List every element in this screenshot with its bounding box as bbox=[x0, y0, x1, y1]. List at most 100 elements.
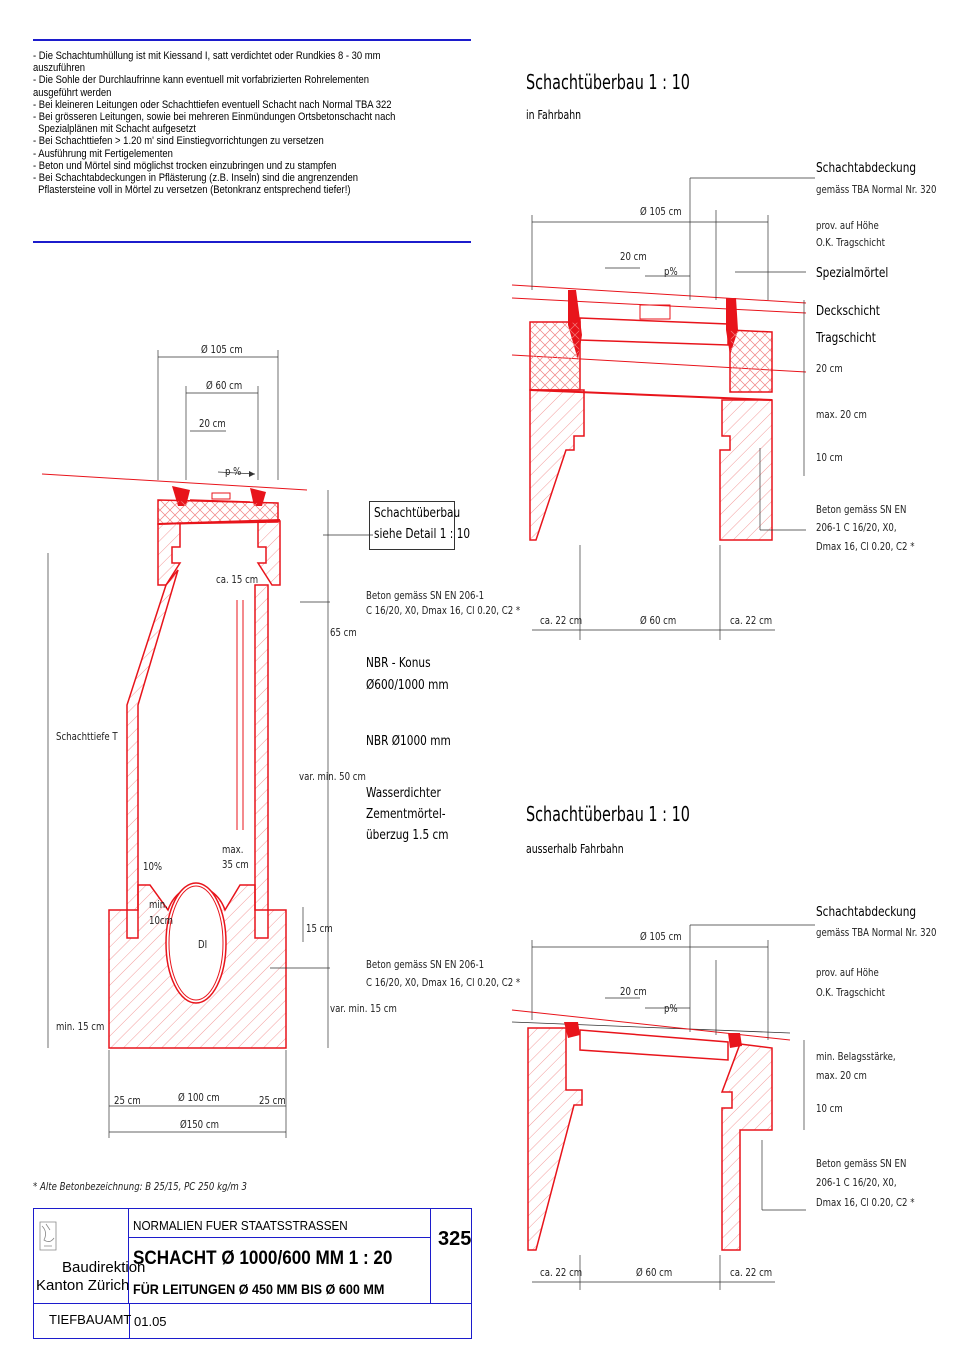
dept-label: TIEFBAUAMT bbox=[49, 1312, 132, 1327]
beton1-line2: C 16/20, X0, Dmax 16, Cl 0.20, C2 * bbox=[366, 604, 521, 617]
org-line1: Baudirektion bbox=[62, 1259, 146, 1276]
detail1-h20: 20 cm bbox=[816, 362, 843, 375]
title-block-bottom-rule bbox=[33, 1303, 472, 1304]
nbr1000-label: NBR Ø1000 mm bbox=[366, 733, 451, 749]
detail1-trag: Tragschicht bbox=[816, 330, 876, 346]
detail2-title: Schachtüberbau 1 : 10 bbox=[526, 802, 690, 826]
detail1-ca22b: ca. 22 cm bbox=[730, 614, 773, 627]
detail1-drawing bbox=[511, 177, 815, 640]
wasser-line2: Zementmörtel- bbox=[366, 806, 446, 822]
detail-reference-box bbox=[369, 501, 455, 550]
detail2-belag-line1: min. Belagsstärke, bbox=[816, 1050, 896, 1063]
detail1-dim-20: 20 cm bbox=[620, 250, 647, 263]
detail1-prov-line1: prov. auf Höhe bbox=[816, 219, 879, 232]
note-item: - Bei Schachttiefen > 1.20 m' sind Einst… bbox=[33, 135, 324, 148]
detail1-subtitle: in Fahrbahn bbox=[526, 108, 582, 122]
ca15-label: ca. 15 cm bbox=[216, 573, 259, 586]
detail1-ca22a: ca. 22 cm bbox=[540, 614, 583, 627]
drawing-title: SCHACHT Ø 1000/600 MM 1 : 20 bbox=[133, 1248, 393, 1269]
min10-line1: min. bbox=[149, 898, 168, 911]
var15-label: var. min. 15 cm bbox=[330, 1002, 397, 1015]
detail1-beton-line3: Dmax 16, Cl 0.20, C2 * bbox=[816, 540, 915, 553]
detail1-dim-105: Ø 105 cm bbox=[640, 205, 682, 218]
konus-line1: NBR - Konus bbox=[366, 655, 431, 671]
drawing-subtitle: FÜR LEITUNGEN Ø 450 MM BIS Ø 600 MM bbox=[133, 1281, 385, 1297]
dim-label-105: Ø 105 cm bbox=[201, 343, 243, 356]
note-item: - Die Sohle der Durchlaufrinne kann even… bbox=[33, 74, 370, 99]
h65-label: 65 cm bbox=[330, 626, 357, 639]
detail2-prov-line1: prov. auf Höhe bbox=[816, 966, 879, 979]
w150-label: Ø150 cm bbox=[180, 1118, 219, 1131]
detail-ref-line2: siehe Detail 1 : 10 bbox=[374, 526, 471, 542]
notes-top-rule bbox=[33, 39, 471, 41]
footnote: * Alte Betonbezeichnung: B 25/15, PC 250… bbox=[33, 1180, 247, 1193]
detail2-dim-105: Ø 105 cm bbox=[640, 930, 682, 943]
min10-line2: 10cm bbox=[149, 914, 173, 927]
detail2-abdeckung-norm: gemäss TBA Normal Nr. 320 bbox=[816, 926, 937, 939]
detail2-belag-line2: max. 20 cm bbox=[816, 1069, 867, 1082]
w100-label: Ø 100 cm bbox=[178, 1091, 220, 1104]
p10-label: 10% bbox=[143, 860, 163, 873]
detail1-slope: p% bbox=[664, 265, 678, 278]
detail2-dim-20: 20 cm bbox=[620, 985, 647, 998]
detail2-h10: 10 cm bbox=[816, 1102, 843, 1115]
org-line2: Kanton Zürich bbox=[36, 1277, 130, 1294]
detail1-abdeckung-norm: gemäss TBA Normal Nr. 320 bbox=[816, 183, 937, 196]
title-block-series-rule bbox=[129, 1237, 430, 1238]
dim-label-20: 20 cm bbox=[199, 417, 226, 430]
note-item: - Bei Schachtabdeckungen in Pflästerung … bbox=[33, 172, 358, 197]
note-item: - Ausführung mit Fertigelementen bbox=[33, 147, 173, 160]
note-item: - Bei grösseren Leitungen, sowie bei meh… bbox=[33, 111, 396, 136]
beton1-line1: Beton gemäss SN EN 206-1 bbox=[366, 589, 485, 602]
note-item: - Bei kleineren Leitungen oder Schachtti… bbox=[33, 98, 392, 111]
w25a-label: 25 cm bbox=[114, 1094, 141, 1107]
detail1-beton-line2: 206-1 C 16/20, X0, bbox=[816, 521, 897, 534]
detail2-beton-line3: Dmax 16, Cl 0.20, C2 * bbox=[816, 1196, 915, 1209]
detail2-drawing bbox=[511, 924, 815, 1290]
date-label: 01.05 bbox=[134, 1314, 167, 1329]
note-item: - Beton und Mörtel sind möglichst trocke… bbox=[33, 159, 337, 172]
notes-bottom-rule bbox=[33, 241, 471, 243]
title-block-number-cell bbox=[430, 1208, 472, 1304]
detail2-beton-line1: Beton gemäss SN EN bbox=[816, 1157, 907, 1170]
detail2-ca22b: ca. 22 cm bbox=[730, 1266, 773, 1279]
series-label: NORMALIEN FUER STAATSSTRASSEN bbox=[133, 1218, 348, 1233]
schachttiefe-label: Schachttiefe T bbox=[56, 730, 118, 743]
detail2-ca22a: ca. 22 cm bbox=[540, 1266, 583, 1279]
h15-label: 15 cm bbox=[306, 922, 333, 935]
detail1-deck: Deckschicht bbox=[816, 303, 880, 319]
wasser-line3: überzug 1.5 cm bbox=[366, 827, 449, 843]
detail-ref-line1: Schachtüberbau bbox=[374, 505, 461, 521]
note-item: - Die Schachtumhüllung ist mit Kiessand … bbox=[33, 50, 381, 75]
main-section-drawing bbox=[41, 350, 373, 1138]
detail1-max20: max. 20 cm bbox=[816, 408, 867, 421]
dim-label-60: Ø 60 cm bbox=[206, 379, 243, 392]
detail2-w60: Ø 60 cm bbox=[636, 1266, 673, 1279]
notes-block: - Die Schachtumhüllung ist mit Kiessand … bbox=[33, 50, 411, 196]
title-block-dept-divider bbox=[129, 1303, 130, 1339]
detail1-beton-line1: Beton gemäss SN EN bbox=[816, 503, 907, 516]
detail2-beton-line2: 206-1 C 16/20, X0, bbox=[816, 1176, 897, 1189]
notes-list: - Die Schachtumhüllung ist mit Kiessand … bbox=[33, 50, 411, 196]
konus-line2: Ø600/1000 mm bbox=[366, 677, 449, 693]
wasser-line1: Wasserdichter bbox=[366, 785, 441, 801]
detail1-title: Schachtüberbau 1 : 10 bbox=[526, 70, 690, 94]
detail1-w60: Ø 60 cm bbox=[640, 614, 677, 627]
detail1-h10: 10 cm bbox=[816, 451, 843, 464]
max35-line1: max. bbox=[222, 843, 244, 856]
beton2-line2: C 16/20, X0, Dmax 16, Cl 0.20, C2 * bbox=[366, 976, 521, 989]
var50-label: var. min. 50 cm bbox=[299, 770, 366, 783]
w25b-label: 25 cm bbox=[259, 1094, 286, 1107]
slope-label: p % bbox=[225, 465, 242, 478]
min15-label: min. 15 cm bbox=[56, 1020, 105, 1033]
max35-line2: 35 cm bbox=[222, 858, 249, 871]
detail1-prov-line2: O.K. Tragschicht bbox=[816, 236, 885, 249]
normal-number: 325 bbox=[438, 1228, 472, 1250]
beton2-line1: Beton gemäss SN EN 206-1 bbox=[366, 958, 485, 971]
detail1-abdeckung: Schachtabdeckung bbox=[816, 160, 917, 176]
di-label: DI bbox=[198, 938, 208, 951]
detail1-spezial: Spezialmörtel bbox=[816, 265, 889, 281]
detail2-prov-line2: O.K. Tragschicht bbox=[816, 986, 885, 999]
detail2-subtitle: ausserhalb Fahrbahn bbox=[526, 842, 624, 856]
